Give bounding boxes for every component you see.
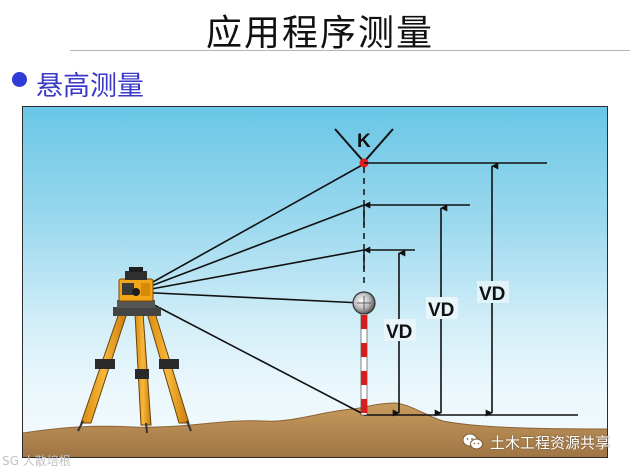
watermark-right-text: 土木工程资源共享 bbox=[490, 433, 611, 452]
ground bbox=[23, 403, 607, 457]
target-point-label: K bbox=[357, 131, 371, 152]
sight-lines bbox=[134, 163, 366, 416]
prism-reflector-icon bbox=[352, 291, 376, 315]
prism-pole bbox=[360, 302, 368, 416]
wechat-watermark: 土木工程资源共享 bbox=[462, 432, 610, 452]
vd-label-middle: VD bbox=[428, 300, 454, 321]
diagram-canvas: K bbox=[23, 128, 607, 457]
page-title: 应用程序测量 bbox=[205, 13, 434, 54]
section-subtitle: 悬高测量 bbox=[36, 71, 144, 102]
tripod bbox=[77, 307, 192, 434]
vd-label-long: VD bbox=[479, 284, 505, 305]
reference-lines bbox=[364, 162, 578, 416]
vd-label-short: VD bbox=[386, 322, 412, 343]
wechat-icon bbox=[462, 433, 483, 450]
blue-circle-bullet-icon bbox=[12, 72, 27, 87]
title-divider bbox=[70, 50, 630, 51]
watermark-left: SG 人散培根 bbox=[2, 454, 71, 468]
target-v-mark bbox=[334, 128, 394, 163]
remote-elevation-diagram: K bbox=[22, 106, 608, 458]
total-station-icon bbox=[117, 267, 155, 308]
